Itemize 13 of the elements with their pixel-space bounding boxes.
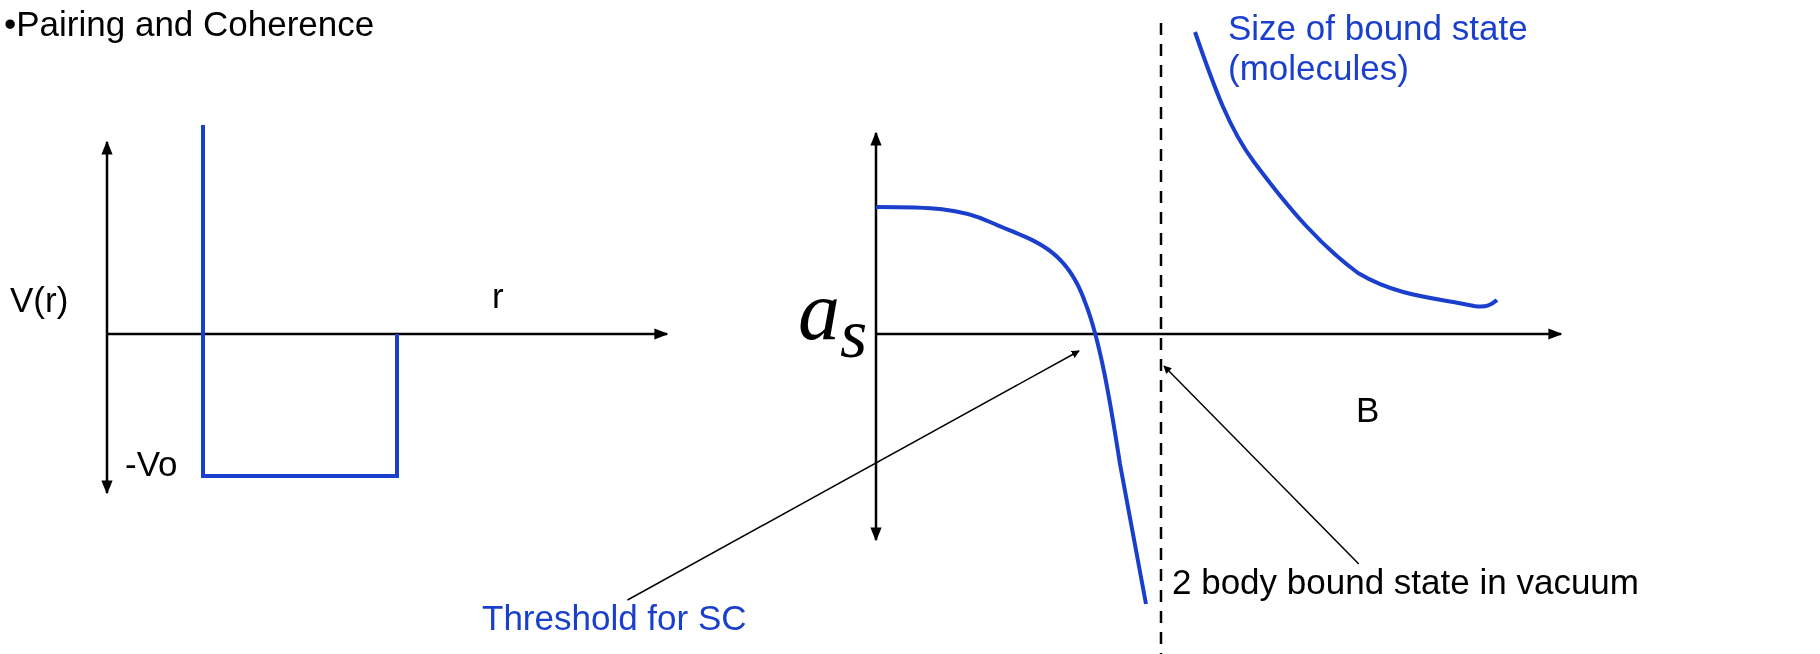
scattering-length-curve xyxy=(876,205,1148,605)
annotation-text: Threshold for SC xyxy=(482,598,747,638)
leader-line xyxy=(626,350,1080,601)
title: •Pairing and Coherence xyxy=(4,4,375,44)
axis-label: V(r) xyxy=(10,280,69,320)
axis-label: r xyxy=(492,276,504,316)
dashed-line xyxy=(1159,23,1163,654)
legend-text: Size of bound state (molecules) xyxy=(1228,8,1528,88)
annotation-text: 2 body bound state in vacuum xyxy=(1172,562,1639,602)
axis-label: -Vo xyxy=(125,444,178,484)
axis-label: a$_{s}$ xyxy=(798,266,868,374)
axis-label: B xyxy=(1356,390,1380,430)
leader-line xyxy=(1163,365,1360,565)
